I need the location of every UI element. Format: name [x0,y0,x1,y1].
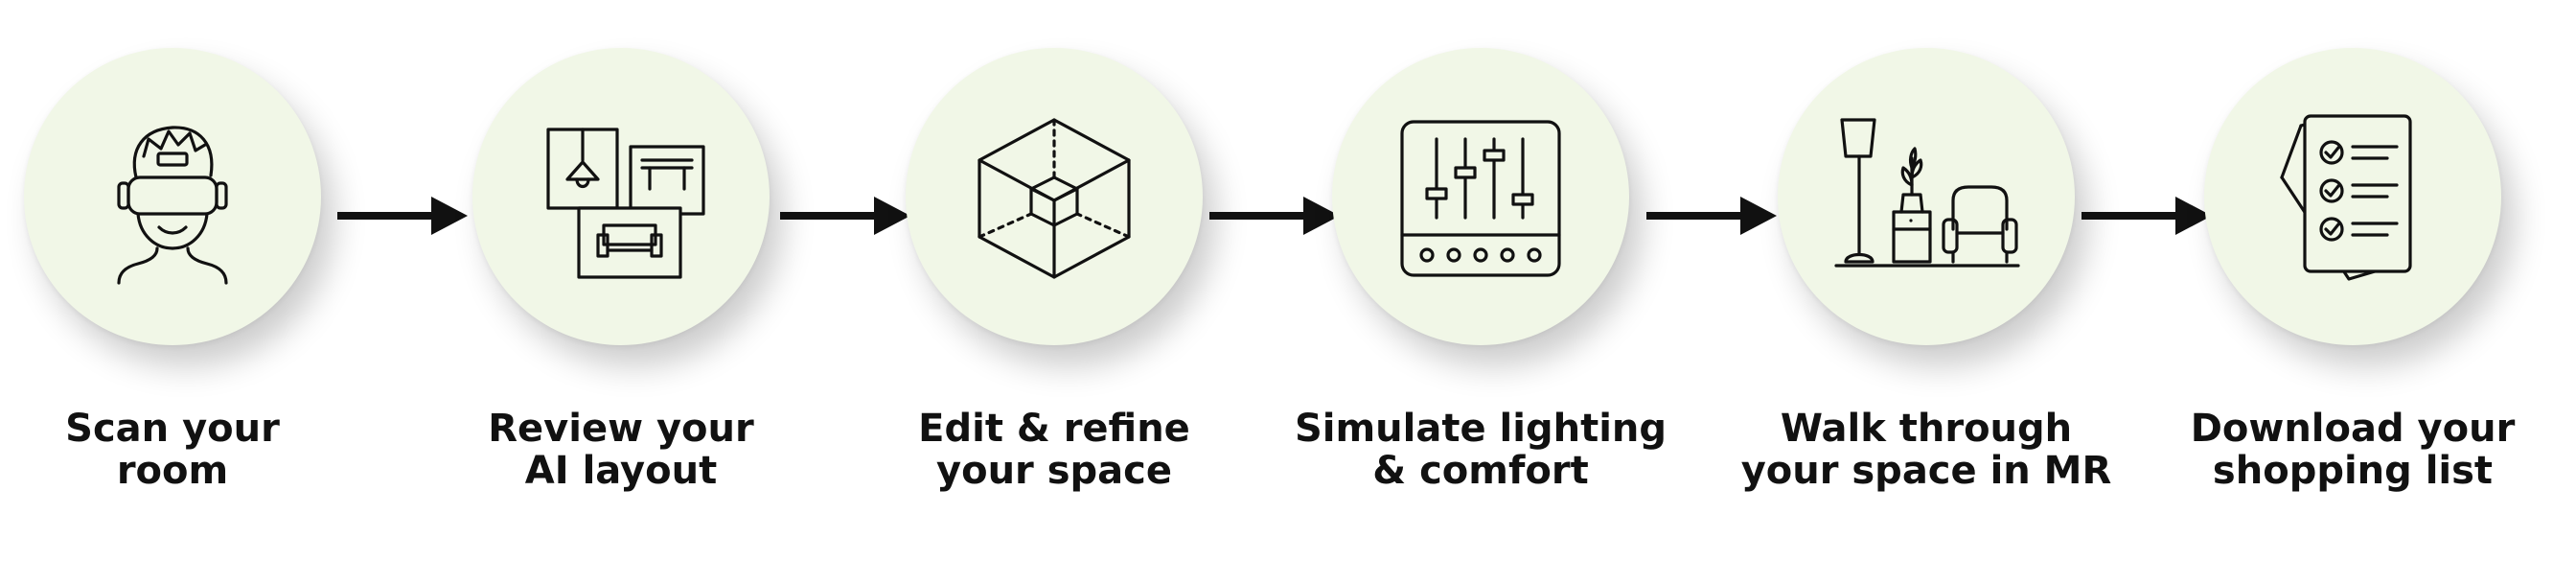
arrow-right-icon [780,197,910,235]
step-label-line: & comfort [1372,449,1589,493]
step-walk-through: Walk through your space in MR [1715,0,2137,584]
step-label-line: Edit & refine [918,407,1190,451]
step-label-line: room [116,449,229,493]
step-download-list: Download your shopping list [2142,0,2564,584]
step-label-line: Scan your [65,407,280,451]
step-label-line: shopping list [2212,449,2494,493]
step-circle [1332,48,1629,345]
step-label-line: Review your [488,407,754,451]
vr-headset-person-icon [117,126,228,285]
step-circle [2204,48,2501,345]
step-label-line: your space [936,449,1172,493]
step-review-layout: Review your AI layout [410,0,832,584]
checklist-icon [2280,114,2412,281]
step-scan-room: Scan your room [0,0,383,584]
step-label-line: your space in MR [1740,449,2112,493]
arrow-right-icon [337,197,468,235]
step-label-line: Download your [2190,407,2516,451]
step-label: Download your shopping list [2142,408,2564,492]
step-label: Simulate lighting & comfort [1270,408,1691,492]
arrow-right-icon [2082,197,2212,235]
arrow-right-icon [1646,197,1777,235]
arrow-right-icon [1209,197,1340,235]
step-circle [906,48,1203,345]
step-edit-refine: Edit & refine your space [843,0,1265,584]
step-label: Walk through your space in MR [1715,408,2137,492]
step-simulate-lighting: Simulate lighting & comfort [1270,0,1691,584]
step-circle [472,48,770,345]
3d-cube-icon [978,118,1131,279]
step-label: Edit & refine your space [843,408,1265,492]
ai-layout-frames-icon [546,128,705,279]
step-label: Scan your room [0,408,383,492]
mixer-sliders-icon [1400,120,1561,277]
living-room-icon [1834,118,2020,268]
step-label-line: Simulate lighting [1294,407,1668,451]
step-circle [1778,48,2075,345]
step-label-line: AI layout [524,449,718,493]
step-label-line: Walk through [1780,407,2073,451]
step-label: Review your AI layout [410,408,832,492]
step-circle [24,48,321,345]
